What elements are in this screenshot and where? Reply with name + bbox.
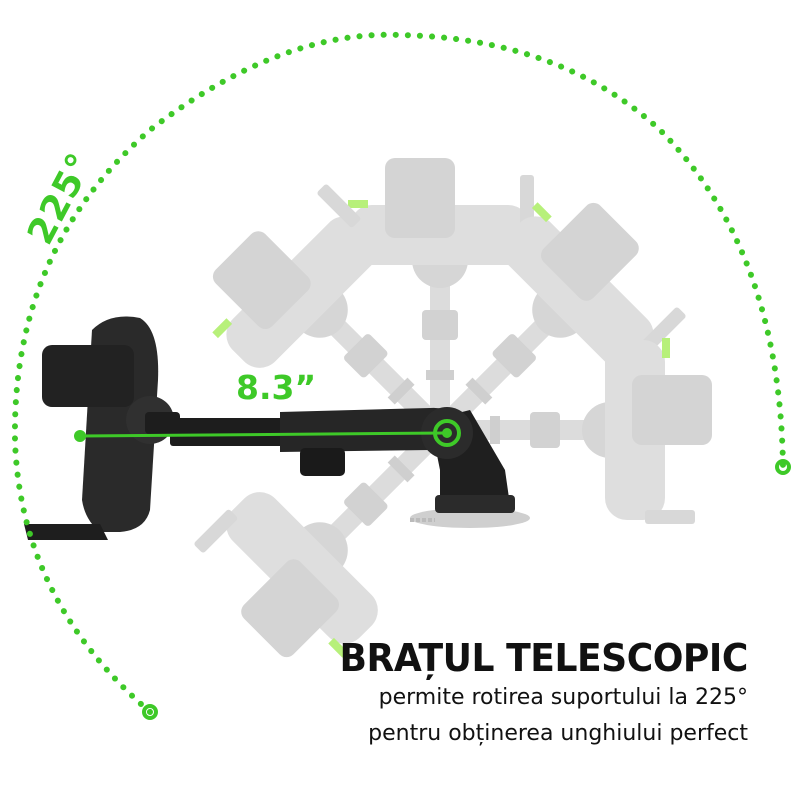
ghost-holder-top [348,158,534,430]
arm-length-label: 8.3” [236,368,317,407]
arm-length-indicator [74,419,461,447]
caption-title: BRAȚUL TELESCOPIC [339,636,749,680]
arc-end-right [775,459,791,475]
caption-block: BRAȚUL TELESCOPIC permite rotirea suport… [318,636,749,752]
caption-line-1: permite rotirea suportului la 225° [378,685,748,710]
rotation-arc [11,31,791,720]
arc-end-left [142,704,158,720]
caption-line-2: pentru obținerea unghiului perfect [368,721,748,746]
telescopic-arm [170,407,473,476]
phone-holder [24,316,180,540]
